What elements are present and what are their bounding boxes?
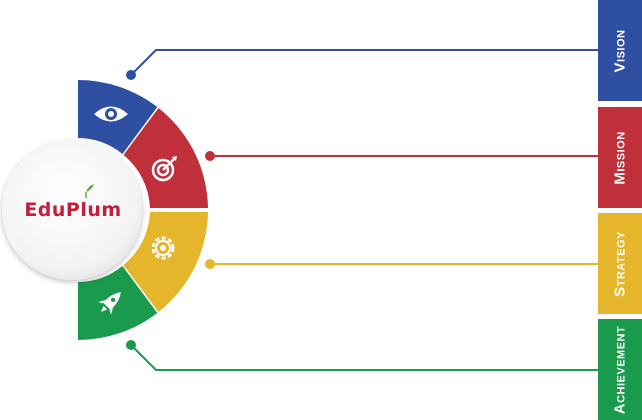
achievement-segment[interactable] — [78, 266, 158, 340]
target-icon — [151, 156, 177, 182]
logo-text: EduPlum — [24, 199, 122, 221]
rocket-icon — [98, 292, 121, 315]
gear-icon — [151, 236, 175, 260]
strategy-tab[interactable]: Strategy — [598, 213, 642, 314]
vision-connector-dot — [126, 70, 136, 80]
achievement-tab[interactable]: Achievement — [598, 319, 642, 420]
achievement-label: Achievement — [611, 325, 629, 414]
achievement-connector — [130, 344, 598, 371]
vision-connector — [130, 49, 598, 76]
mission-connector-dot — [205, 151, 215, 161]
connectors — [126, 49, 598, 371]
strategy-segment[interactable] — [123, 212, 209, 312]
mission-tab[interactable]: Mission — [598, 107, 642, 208]
eye-icon — [94, 106, 128, 122]
vision-label: Vision — [611, 29, 629, 72]
plum-leaf-icon — [85, 184, 94, 198]
segments — [78, 80, 208, 340]
mission-label: Mission — [611, 130, 629, 185]
achievement-connector-dot — [126, 340, 136, 350]
vision-tab[interactable]: Vision — [598, 0, 642, 101]
mission-segment[interactable] — [123, 108, 209, 208]
logo-circle — [2, 140, 142, 280]
strategy-connector-dot — [205, 259, 215, 269]
strategy-label: Strategy — [611, 230, 629, 297]
